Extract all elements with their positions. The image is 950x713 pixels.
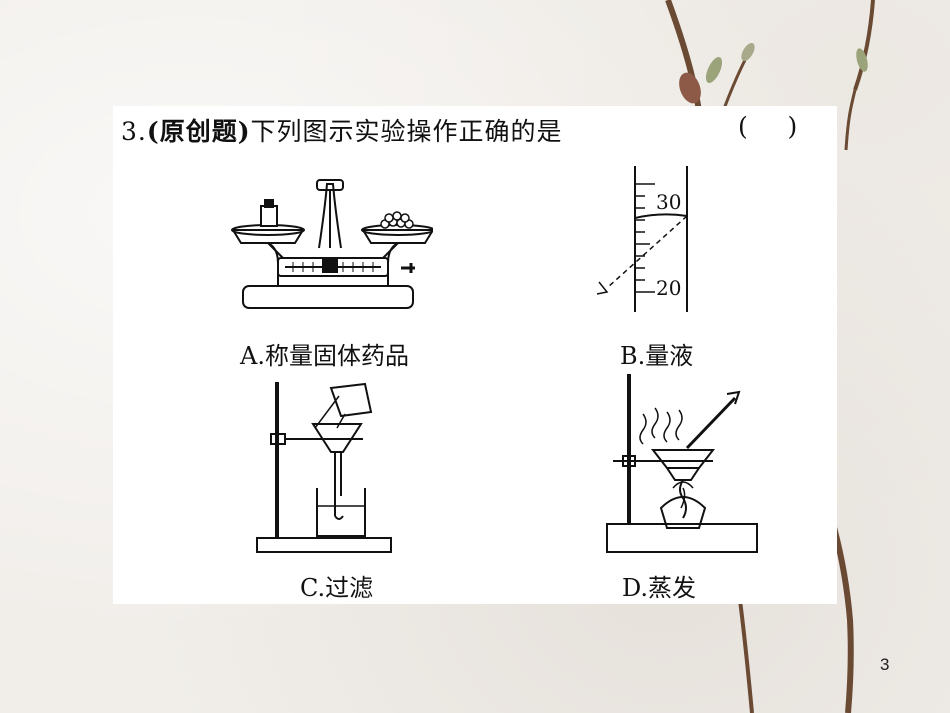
question-stem: 下列图示实验操作正确的是	[250, 117, 563, 146]
filtration-figure	[256, 382, 392, 553]
question-text: 3.(原创题)下列图示实验操作正确的是	[121, 112, 833, 148]
cylinder-mark-20: 20	[656, 276, 682, 300]
question-number: 3.	[121, 117, 147, 146]
page-number: 3	[880, 655, 890, 674]
option-c-caption[interactable]: C.过滤	[300, 574, 374, 602]
evaporation-figure	[606, 374, 758, 553]
question-card: 3.(原创题)下列图示实验操作正确的是 ( )	[113, 106, 837, 604]
option-a-caption[interactable]: A.称量固体药品	[240, 342, 409, 370]
answer-blank[interactable]: ( )	[738, 112, 798, 141]
balance-figure	[231, 179, 433, 309]
option-d-caption[interactable]: D.蒸发	[622, 574, 697, 602]
cylinder-mark-30: 30	[656, 190, 682, 214]
option-b-caption[interactable]: B.量液	[620, 342, 694, 370]
cylinder-figure	[596, 166, 688, 312]
question-tag: (原创题)	[146, 117, 251, 146]
